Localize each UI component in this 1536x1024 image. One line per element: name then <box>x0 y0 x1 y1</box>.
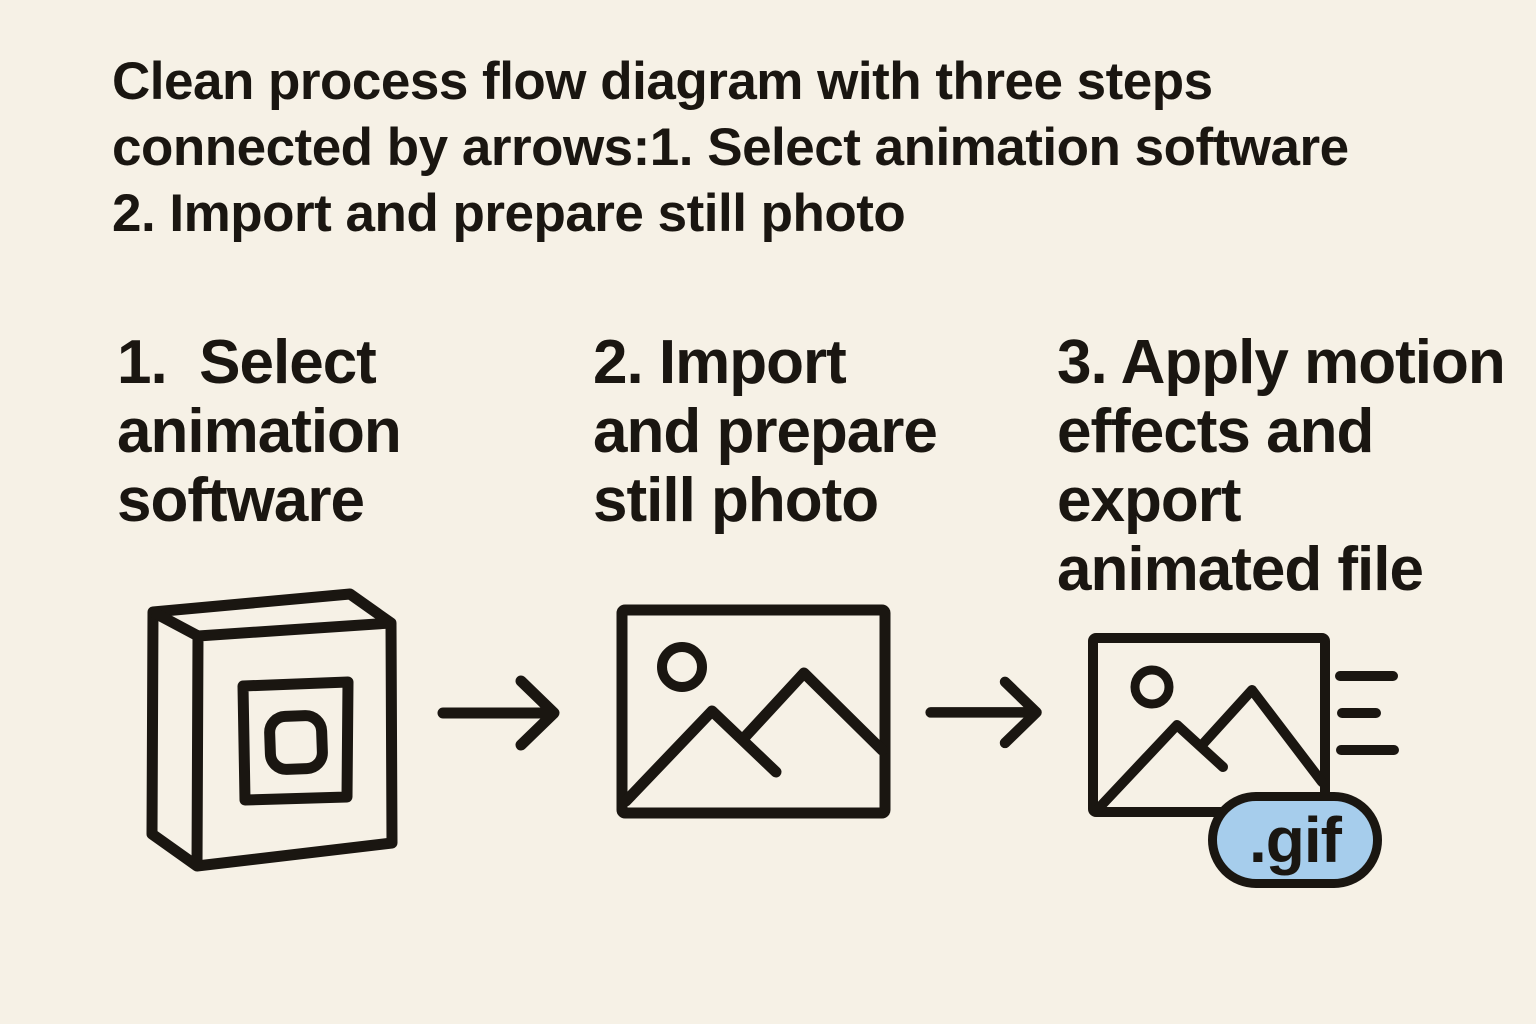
motion-lines-icon <box>1335 671 1399 755</box>
step-1-label: 1. Select animation software <box>117 328 402 535</box>
software-box-icon <box>146 588 398 872</box>
step-3-label: 3. Apply motion effects and export anima… <box>1057 328 1506 604</box>
diagram-title: Clean process flow diagram with three st… <box>112 52 1349 243</box>
step-2-label: 2. Import and prepare still photo <box>593 328 938 535</box>
right-arrow-icon <box>925 676 1042 749</box>
animated-photo-icon <box>1088 633 1399 817</box>
gif-badge-label: .gif <box>1249 804 1342 876</box>
gif-file-badge: .gif <box>1208 792 1382 888</box>
photo-icon <box>616 604 891 819</box>
right-arrow-icon <box>437 675 560 751</box>
